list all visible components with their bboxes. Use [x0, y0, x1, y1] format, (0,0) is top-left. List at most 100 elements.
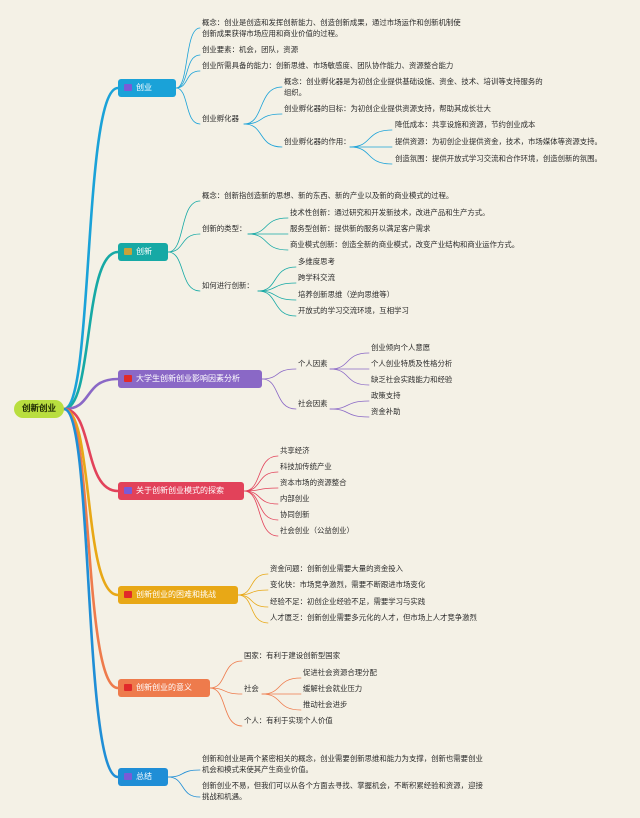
- flag-icon: [124, 684, 132, 691]
- connector-line: [247, 233, 289, 251]
- branch-link: [62, 86, 120, 411]
- connector-line: [243, 455, 279, 492]
- geren-item: 个人创业特质及性格分析: [371, 359, 453, 368]
- branch-link: [62, 407, 120, 779]
- connector-line: [237, 594, 269, 624]
- branch-zongjie[interactable]: 总结: [118, 768, 168, 786]
- yiyi-geren: 个人：有利于实现个人价值: [244, 716, 333, 725]
- flag-icon: [124, 375, 132, 382]
- kunnan-item: 变化快：市场竞争激烈，需要不断跟进市场变化: [270, 580, 426, 589]
- connector-line: [349, 129, 393, 148]
- connector-line: [247, 217, 289, 235]
- branch-chuangxin[interactable]: 创新: [118, 243, 168, 261]
- connector-line: [237, 594, 269, 608]
- chuangye-nengli: 创业所需具备的能力：创新思维、市场敏感度、团队协作能力、资源整合能力: [202, 61, 454, 70]
- branch-zongjie-label: 总结: [136, 772, 152, 781]
- shehui-item: 资金补助: [371, 407, 401, 416]
- yiyi-shehui-item: 推动社会进步: [303, 700, 348, 709]
- ruhe-item: 多维度思考: [298, 257, 335, 266]
- flag-icon: [124, 591, 132, 598]
- user-icon: [124, 487, 132, 494]
- user-icon: [124, 84, 132, 91]
- kunnan-item: 资金问题：创新创业需要大量的资金投入: [270, 564, 404, 573]
- chuangxin-leixing-label: 创新的类型：: [202, 224, 247, 233]
- connector-line: [243, 490, 279, 505]
- branch-yingxiang[interactable]: 大学生创新创业影响因素分析: [118, 370, 262, 388]
- branch-moshi-label: 关于创新创业模式的探索: [136, 486, 224, 495]
- connector-line: [257, 290, 297, 301]
- connector-line: [175, 87, 201, 125]
- leixing-item: 服务型创新：提供新的服务以满足客户需求: [290, 224, 431, 233]
- yingxiang-geren-label: 个人因素: [298, 359, 328, 368]
- branch-chuangye[interactable]: 创业: [118, 79, 176, 97]
- connector-line: [209, 660, 243, 689]
- connector-line: [261, 368, 297, 380]
- connector-line: [261, 693, 302, 711]
- connector-line: [243, 490, 279, 537]
- connector-line: [243, 86, 283, 125]
- root-node[interactable]: 创新创业: [14, 400, 64, 418]
- connector-line: [167, 200, 201, 253]
- connector-line: [257, 266, 297, 292]
- branch-moshi[interactable]: 关于创新创业模式的探索: [118, 482, 244, 500]
- geren-item: 缺乏社会实践能力和经验: [371, 375, 453, 384]
- kunnan-item: 经验不足：初创企业经验不足，需要学习与实践: [270, 597, 426, 606]
- connector-line: [237, 573, 269, 596]
- leixing-item: 商业模式创新：创造全新的商业模式，改变产业结构和商业运作方式。: [290, 240, 520, 249]
- kunnan-item: 人才匮乏：创新创业需要多元化的人才，但市场上人才竞争激烈: [270, 613, 477, 622]
- connector-line: [329, 400, 370, 410]
- connector-line: [175, 27, 201, 89]
- moshi-item: 资本市场的资源整合: [280, 478, 347, 487]
- fuhuaqi-zuoyong-item: 提供资源：为初创企业提供资金，技术，市场媒体等资源支持。: [395, 137, 602, 146]
- chuangxin-ruhe-label: 如何进行创新：: [202, 281, 254, 290]
- connector-line: [167, 251, 201, 292]
- chuangxin-gainian: 概念：创新指创造新的思想、新的东西、新的产业以及新的商业模式的过程。: [202, 191, 454, 200]
- connector-line: [167, 233, 201, 253]
- yiyi-shehui-item: 促进社会资源合理分配: [303, 668, 377, 677]
- branch-chuangye-label: 创业: [136, 83, 152, 92]
- branch-kunnan-label: 创新创业的困难和挑战: [136, 590, 216, 599]
- connector-line: [349, 146, 393, 165]
- connector-line: [329, 352, 370, 370]
- fuhuaqi-zuoyong-item: 降低成本：共享设施和资源，节约创业成本: [395, 120, 536, 129]
- branch-link: [62, 407, 120, 597]
- moshi-item: 共享经济: [280, 446, 310, 455]
- zongjie-p2: 创新创业不易，但我们可以从各个方面去寻找、掌握机会，不断积累经验和资源，迎接挑战…: [202, 781, 483, 801]
- connector-line: [329, 408, 370, 418]
- connector-line: [175, 54, 201, 89]
- chart-icon: [124, 248, 132, 255]
- ruhe-item: 开放式的学习交流环境，互相学习: [298, 306, 409, 315]
- fuhuaqi-zuoyong-item: 创造氛围：提供开放式学习交流和合作环境，创造创新的氛围。: [395, 154, 602, 163]
- connector-line: [209, 687, 243, 727]
- yiyi-shehui-label: 社会: [244, 684, 259, 693]
- yiyi-shehui-item: 缓解社会就业压力: [303, 684, 363, 693]
- fuhuaqi-mubiao: 创业孵化器的目标：为初创企业提供资源支持，帮助其成长壮大: [284, 104, 491, 113]
- branch-yiyi[interactable]: 创新创业的意义: [118, 679, 210, 697]
- connector-line: [243, 471, 279, 492]
- fuhuaqi-gainian: 概念：创业孵化器是为初创企业提供基础设施、资金、技术、培训等支持服务的组织。: [284, 77, 543, 97]
- user-icon: [124, 773, 132, 780]
- connector-line: [329, 368, 370, 386]
- connector-line: [243, 490, 279, 521]
- ruhe-item: 跨学科交流: [298, 273, 335, 282]
- shehui-item: 政策支持: [371, 391, 401, 400]
- connector-line: [261, 677, 302, 695]
- ruhe-item: 培养创新思维（逆向思维等）: [298, 290, 395, 299]
- connector-line: [257, 290, 297, 317]
- fuhuaqi-zuoyong-label: 创业孵化器的作用：: [284, 137, 351, 146]
- branch-link: [62, 377, 120, 411]
- chuangye-yaosu: 创业要素：机会，团队，资源: [202, 45, 299, 54]
- connector-line: [209, 687, 243, 695]
- connector-line: [175, 70, 201, 89]
- chuangye-gainian: 概念：创业是创造和发挥创新能力、创造创新成果，通过市场运作和创新机制使创新成果获…: [202, 18, 461, 38]
- branch-yingxiang-label: 大学生创新创业影响因素分析: [136, 374, 240, 383]
- yingxiang-shehui-label: 社会因素: [298, 399, 328, 408]
- branch-kunnan[interactable]: 创新创业的困难和挑战: [118, 586, 238, 604]
- geren-item: 创业倾向个人意愿: [371, 343, 431, 352]
- connector-line: [243, 123, 283, 148]
- moshi-item: 内部创业: [280, 494, 310, 503]
- moshi-item: 协同创新: [280, 510, 310, 519]
- yiyi-guojia: 国家：有利于建设创新型国家: [244, 651, 341, 660]
